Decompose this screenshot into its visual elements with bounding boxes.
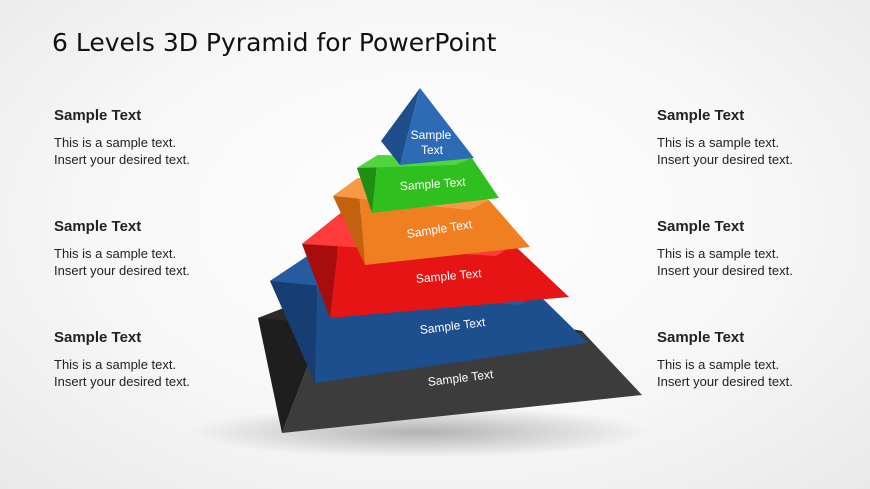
level-1-label-line1: Sample (411, 128, 452, 142)
level-1-label-line2: Text (421, 143, 444, 157)
text-block-left-2: Sample Text This is a sample text. Inser… (54, 218, 244, 279)
text-block-line: This is a sample text. (54, 357, 177, 372)
level-2-label: Sample Text (399, 175, 466, 194)
level-1-left-face (381, 88, 420, 165)
pyramid-level-1[interactable]: Sample Text (381, 88, 474, 165)
text-block-heading: Sample Text (657, 329, 745, 346)
slide-title: 6 Levels 3D Pyramid for PowerPoint (52, 28, 497, 57)
text-block-line: Insert your desired text. (54, 374, 190, 389)
text-block-left-3: Sample Text This is a sample text. Inser… (54, 329, 244, 390)
text-block-body: This is a sample text. Insert your desir… (54, 134, 244, 168)
text-block-body: This is a sample text. Insert your desir… (657, 356, 847, 390)
text-block-line: Insert your desired text. (657, 263, 793, 278)
text-block-line: Insert your desired text. (54, 263, 190, 278)
text-block-line: Insert your desired text. (657, 152, 793, 167)
text-block-heading: Sample Text (54, 218, 142, 235)
text-block-left-1: Sample Text This is a sample text. Inser… (54, 107, 244, 168)
text-block-line: This is a sample text. (657, 357, 780, 372)
text-block-heading: Sample Text (657, 107, 745, 124)
text-block-heading: Sample Text (54, 107, 142, 124)
text-block-line: Insert your desired text. (54, 152, 190, 167)
text-block-line: This is a sample text. (657, 246, 780, 261)
text-block-body: This is a sample text. Insert your desir… (657, 134, 847, 168)
text-block-line: This is a sample text. (54, 246, 177, 261)
text-block-right-3: Sample Text This is a sample text. Inser… (657, 329, 847, 390)
text-block-right-1: Sample Text This is a sample text. Inser… (657, 107, 847, 168)
level-2-left-face (357, 155, 378, 213)
level-4-label: Sample Text (415, 266, 482, 286)
text-block-line: Insert your desired text. (657, 374, 793, 389)
text-block-body: This is a sample text. Insert your desir… (657, 245, 847, 279)
text-block-heading: Sample Text (54, 329, 142, 346)
text-block-right-2: Sample Text This is a sample text. Inser… (657, 218, 847, 279)
level-1-front-face (400, 88, 474, 165)
text-block-line: This is a sample text. (657, 135, 780, 150)
level-2-front-face (372, 155, 499, 213)
text-block-heading: Sample Text (657, 218, 745, 235)
text-block-line: This is a sample text. (54, 135, 177, 150)
text-block-body: This is a sample text. Insert your desir… (54, 245, 244, 279)
text-block-body: This is a sample text. Insert your desir… (54, 356, 244, 390)
level-3-left-face (333, 178, 365, 265)
